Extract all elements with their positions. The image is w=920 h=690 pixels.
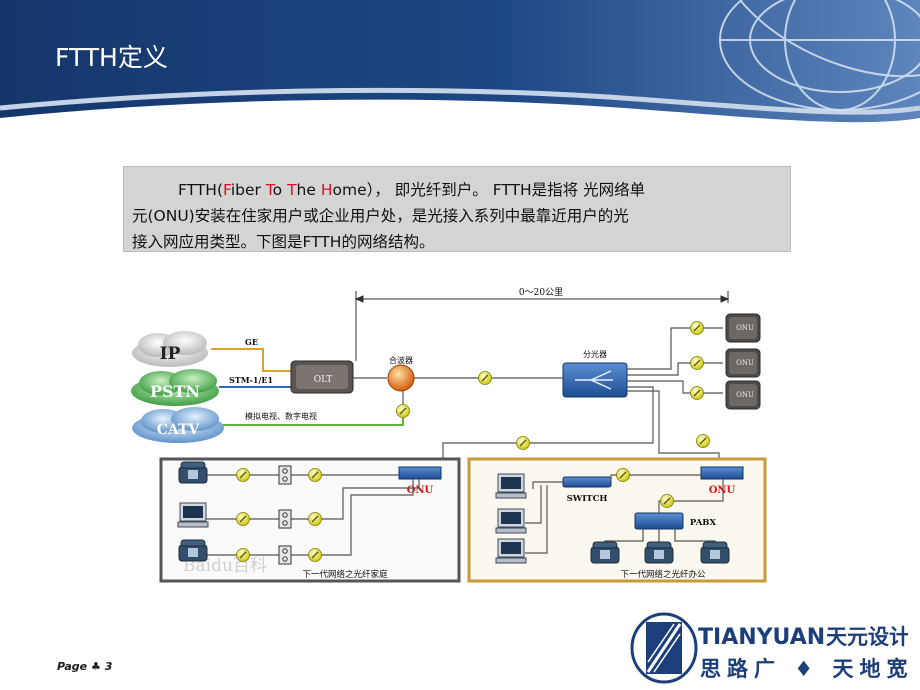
ip-label: IP bbox=[160, 344, 181, 364]
page-label: Page bbox=[57, 660, 88, 673]
fiber-connector-icon bbox=[689, 385, 705, 401]
ge-label: GE bbox=[245, 337, 258, 347]
wall-socket-icon bbox=[278, 545, 292, 565]
splitter-device bbox=[562, 362, 628, 398]
club-icon: ♣ bbox=[90, 660, 101, 673]
highlight-letter: H bbox=[320, 181, 333, 199]
highlight-letter: T bbox=[265, 181, 273, 199]
distance-label: 0～20公里 bbox=[519, 287, 563, 298]
logo-brand-cn: 天元设计 bbox=[826, 625, 908, 649]
fiber-connector-icon bbox=[235, 467, 251, 483]
fiber-connector-icon bbox=[235, 511, 251, 527]
header-banner bbox=[0, 0, 920, 140]
text-part: iber bbox=[230, 181, 266, 199]
logo-slogan: 思路广 ♦ 天地宽 bbox=[700, 657, 908, 681]
telephone-icon bbox=[644, 541, 674, 564]
computer-icon bbox=[495, 508, 527, 534]
telephone-icon bbox=[590, 541, 620, 564]
logo-emblem-icon bbox=[630, 612, 698, 684]
switch-device bbox=[562, 476, 612, 488]
onu-device bbox=[725, 380, 761, 410]
highlight-letter: F bbox=[223, 181, 231, 199]
pstn-label: PSTN bbox=[150, 382, 200, 401]
combiner-label: 合波器 bbox=[389, 355, 413, 365]
text-line-2: 元(ONU)安装在住家用户或企业用户处，是光接入系列中最靠近用户的光 bbox=[132, 207, 629, 225]
splitter-label: 分光器 bbox=[583, 349, 607, 359]
fiber-connector-icon bbox=[615, 467, 631, 483]
page-indicator: Page ♣ 3 bbox=[57, 660, 112, 673]
olt-device bbox=[290, 360, 354, 394]
onu-device bbox=[725, 348, 761, 378]
telephone-icon bbox=[700, 541, 730, 564]
slide-title: FTTH定义 bbox=[55, 43, 168, 72]
text-part: o bbox=[272, 181, 288, 199]
combiner-device bbox=[387, 364, 415, 392]
tv-label: 模拟电视、数字电视 bbox=[245, 411, 317, 421]
ftth-network-diagram: ONU 0～20公里 IP bbox=[123, 283, 791, 595]
fiber-connector-icon bbox=[515, 435, 531, 451]
office-onu-label: ONU bbox=[709, 485, 736, 496]
text-line-3: 接入网应用类型。下图是FTTH的网络结构。 bbox=[132, 233, 435, 251]
fiber-connector-icon bbox=[659, 493, 675, 509]
wall-socket-icon bbox=[278, 465, 292, 485]
text-part: FTTH( bbox=[178, 181, 224, 199]
ip-cloud bbox=[132, 331, 208, 367]
home-caption: 下一代网络之光纤家庭 bbox=[302, 569, 388, 580]
home-onu-device bbox=[398, 466, 442, 480]
home-onu-label: ONU bbox=[407, 485, 434, 496]
globe-graphic bbox=[719, 0, 920, 111]
page-number: 3 bbox=[104, 660, 113, 673]
distance-indicator bbox=[354, 291, 730, 303]
computer-icon bbox=[177, 502, 209, 528]
catv-cloud bbox=[132, 407, 224, 443]
text-part: he bbox=[296, 181, 321, 199]
telephone-icon bbox=[178, 461, 208, 484]
fiber-connector-icon bbox=[695, 433, 711, 449]
fiber-connector-icon bbox=[307, 467, 323, 483]
onu-device bbox=[725, 313, 761, 343]
stm-label: STM-1/E1 bbox=[229, 375, 273, 385]
fiber-connector-icon bbox=[689, 355, 705, 371]
office-caption: 下一代网络之光纤办公 bbox=[620, 569, 706, 580]
logo-brand: TIANYUAN bbox=[698, 625, 825, 650]
telephone-icon bbox=[178, 539, 208, 562]
definition-textbox: FTTH(Fiber To The Home）， 即光纤到户。 FTTH是指将 … bbox=[123, 166, 791, 252]
fiber-connector-icon bbox=[235, 547, 251, 563]
pstn-cloud bbox=[131, 369, 219, 406]
fiber-connector-icon bbox=[307, 547, 323, 563]
olt-label: OLT bbox=[314, 375, 333, 385]
fiber-connector-icon bbox=[689, 320, 705, 336]
office-onu-device bbox=[700, 466, 744, 480]
text-part: ome）， 即光纤到户。 FTTH是指将 光网络单 bbox=[332, 181, 646, 199]
wall-socket-icon bbox=[278, 509, 292, 529]
computer-icon bbox=[495, 473, 527, 499]
fiber-connector-icon bbox=[395, 403, 411, 419]
switch-label: SWITCH bbox=[567, 494, 608, 504]
tianyuan-logo: TIANYUAN 天元设计 思路广 ♦ 天地宽 bbox=[630, 612, 908, 684]
pabx-label: PABX bbox=[690, 518, 717, 528]
catv-label: CATV bbox=[157, 422, 201, 438]
highlight-letter: T bbox=[287, 181, 297, 199]
fiber-connector-icon bbox=[307, 511, 323, 527]
computer-icon bbox=[495, 538, 527, 564]
fiber-connector-icon bbox=[477, 370, 493, 386]
pabx-device bbox=[634, 512, 684, 530]
